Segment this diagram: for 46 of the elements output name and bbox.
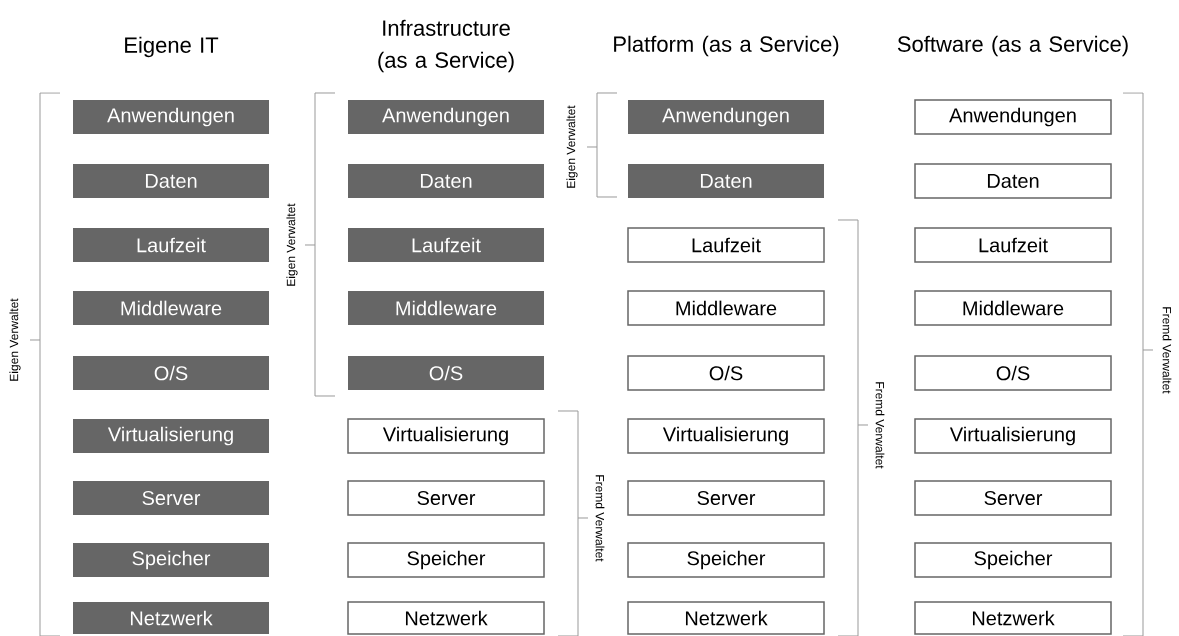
layer-box: Server: [73, 481, 269, 515]
layer-box: Netzwerk: [73, 602, 269, 634]
layer-box: Laufzeit: [627, 227, 825, 263]
layer-box: Daten: [628, 164, 824, 198]
bracket-label: Fremd Verwaltet: [875, 382, 885, 469]
layer-box: O/S: [348, 356, 544, 390]
layer-box: Daten: [73, 164, 269, 198]
layer-box: Speicher: [627, 542, 825, 578]
layer-box: Netzwerk: [347, 601, 545, 635]
layer-box: Speicher: [73, 543, 269, 577]
layer-box: Laufzeit: [348, 228, 544, 262]
layer-box: Netzwerk: [627, 601, 825, 635]
layer-box: Virtualisierung: [347, 418, 545, 454]
layer-box: O/S: [73, 356, 269, 390]
layer-box: Anwendungen: [348, 100, 544, 134]
layer-box: Middleware: [627, 290, 825, 326]
bracket-label: Eigen Verwaltet: [566, 105, 578, 188]
layer-box: Server: [347, 480, 545, 516]
layer-box: Laufzeit: [73, 228, 269, 262]
layer-box: Server: [627, 480, 825, 516]
layer-box: Daten: [914, 163, 1112, 199]
layer-box: Virtualisierung: [914, 418, 1112, 454]
layer-box: O/S: [914, 355, 1112, 391]
layer-box: Virtualisierung: [627, 418, 825, 454]
layer-box: Daten: [348, 164, 544, 198]
layer-box: Anwendungen: [914, 99, 1112, 135]
column-heading: Software (as a Service): [897, 35, 1128, 57]
column-heading: Eigene IT: [125, 36, 219, 58]
layer-box: Speicher: [347, 542, 545, 578]
layer-box: Laufzeit: [914, 227, 1112, 263]
layer-box: Server: [914, 480, 1112, 516]
layer-box: Middleware: [73, 291, 269, 325]
column-heading: Platform (as a Service): [614, 35, 839, 57]
layer-box: Netzwerk: [914, 601, 1112, 635]
bracket-label: Fremd Verwaltet: [1162, 307, 1172, 394]
bracket-label: Eigen Verwaltet: [286, 203, 298, 286]
layer-box: O/S: [627, 355, 825, 391]
bracket-label: Fremd Verwaltet: [595, 475, 605, 562]
layer-box: Middleware: [348, 291, 544, 325]
layer-box: Speicher: [914, 542, 1112, 578]
layer-box: Virtualisierung: [73, 419, 269, 453]
column-heading: Infrastructure (as a Service): [378, 19, 514, 73]
layer-box: Middleware: [914, 290, 1112, 326]
layer-box: Anwendungen: [628, 100, 824, 134]
layer-box: Anwendungen: [73, 100, 269, 134]
bracket-label: Eigen Verwaltet: [9, 298, 21, 381]
